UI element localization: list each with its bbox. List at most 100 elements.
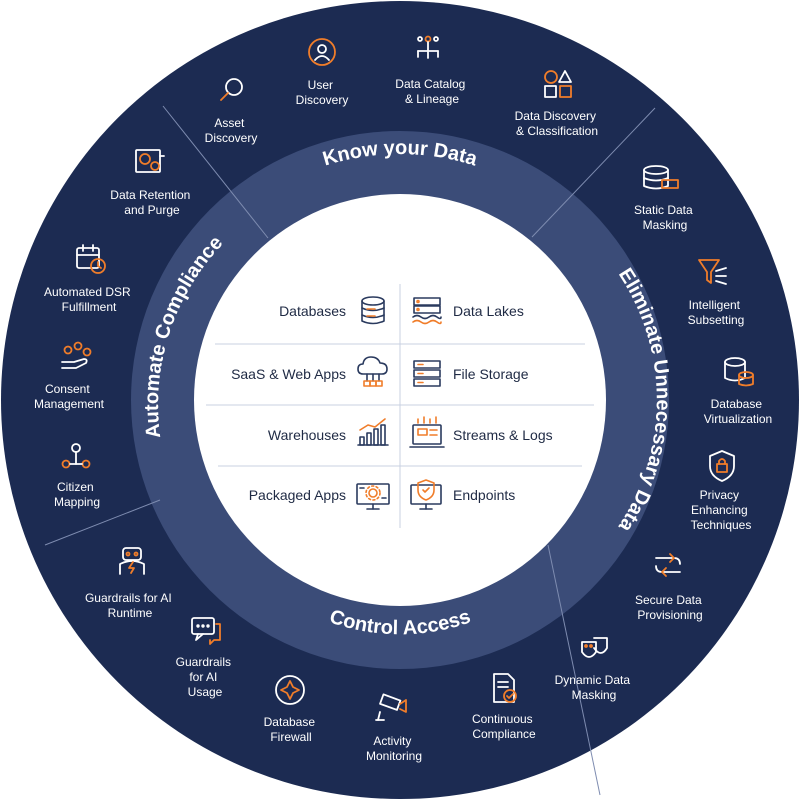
label-line: Provisioning <box>637 608 702 622</box>
file-storage-icon <box>413 360 441 387</box>
label-line: Secure Data <box>635 593 702 607</box>
masks-icon <box>581 637 608 658</box>
label-line: Management <box>34 397 105 411</box>
data-lake-icon <box>412 297 442 325</box>
label-line: for AI <box>189 670 217 684</box>
label-line: Virtualization <box>704 412 772 426</box>
label-line: Data Discovery <box>515 109 596 123</box>
label-user-discovery: User Discovery <box>296 78 349 107</box>
label-line: Asset <box>214 116 245 130</box>
label-privacy-enhancing: Privacy Enhancing Techniques <box>691 488 752 532</box>
source-grid-lines <box>206 284 594 528</box>
source-data-lakes: Data Lakes <box>453 303 524 319</box>
label-line: Techniques <box>691 518 752 532</box>
label-line: and Purge <box>124 203 180 217</box>
funnel-icon <box>698 259 727 285</box>
divider-line <box>547 544 601 796</box>
label-line: Fulfillment <box>62 300 117 314</box>
source-endpoints: Endpoints <box>453 487 515 503</box>
cloud-apps-icon <box>357 356 388 387</box>
packaged-apps-icon <box>356 483 390 510</box>
firewall-icon <box>275 675 305 705</box>
people-network-icon <box>61 443 91 469</box>
chat-icon <box>191 617 221 645</box>
divider-line <box>162 105 269 239</box>
label-database-virtualization: Database Virtualization <box>704 397 772 426</box>
label-citizen-mapping: Citizen Mapping <box>54 480 100 509</box>
label-line: & Lineage <box>405 92 459 106</box>
divider-line <box>531 107 656 238</box>
label-dsr-fulfillment: Automated DSR Fulfillment <box>44 285 134 314</box>
label-line: Masking <box>643 218 688 232</box>
source-streams-logs: Streams & Logs <box>453 427 553 443</box>
section-dividers <box>44 105 656 796</box>
label-line: Monitoring <box>366 749 422 763</box>
label-line: Intelligent <box>689 298 741 312</box>
source-databases: Databases <box>279 303 346 319</box>
label-line: & Classification <box>516 124 598 138</box>
label-line: Static Data <box>634 203 693 217</box>
endpoints-shield-icon <box>410 479 442 510</box>
label-line: Consent <box>45 382 90 396</box>
shapes-icon <box>544 70 572 98</box>
database-icon <box>361 296 385 325</box>
source-packaged-apps: Packaged Apps <box>249 487 346 503</box>
label-line: Data Catalog <box>395 77 465 91</box>
source-saas-web-apps: SaaS & Web Apps <box>231 366 346 382</box>
label-line: Firewall <box>270 730 311 744</box>
label-line: Database <box>711 397 763 411</box>
provisioning-icon <box>655 553 681 577</box>
label-continuous-compliance: Continuous Compliance <box>472 712 536 741</box>
label-secure-provisioning: Secure Data Provisioning <box>635 593 705 622</box>
label-line: Runtime <box>108 606 153 620</box>
user-icon <box>308 38 336 66</box>
gears-icon <box>135 149 165 173</box>
label-line: Database <box>264 715 316 729</box>
label-line: Activity <box>373 734 411 748</box>
label-line: Enhancing <box>691 503 748 517</box>
label-line: Masking <box>572 688 617 702</box>
calendar-clock-icon <box>76 244 106 274</box>
database-mask-icon <box>643 165 679 190</box>
label-line: Continuous <box>472 712 533 726</box>
label-intelligent-subsetting: Intelligent Subsetting <box>688 298 745 327</box>
label-asset-discovery: Asset Discovery <box>205 116 258 145</box>
label-line: Guardrails for AI <box>85 591 172 605</box>
hand-consent-icon <box>61 341 92 369</box>
source-warehouses: Warehouses <box>268 427 346 443</box>
label-dynamic-masking: Dynamic Data Masking <box>555 673 634 702</box>
label-line: Privacy <box>700 488 739 502</box>
label-consent-management: Consent Management <box>34 382 105 411</box>
warehouse-chart-icon <box>357 418 389 446</box>
robot-icon <box>119 547 145 575</box>
label-data-discovery: Data Discovery & Classification <box>515 109 600 138</box>
label-database-firewall: Database Firewall <box>264 715 319 744</box>
label-line: Discovery <box>205 131 258 145</box>
label-data-catalog: Data Catalog & Lineage <box>395 77 468 106</box>
lineage-icon <box>417 35 439 59</box>
label-line: Mapping <box>54 495 100 509</box>
label-line: Discovery <box>296 93 349 107</box>
label-activity-monitoring: Activity Monitoring <box>366 734 422 763</box>
label-line: Data Retention <box>110 188 190 202</box>
label-guardrails-runtime: Guardrails for AI Runtime <box>85 591 175 620</box>
streams-logs-icon <box>409 416 445 448</box>
label-line: Subsetting <box>688 313 745 327</box>
shield-lock-icon <box>709 450 735 482</box>
magnifier-icon <box>220 78 243 101</box>
label-data-retention: Data Retention and Purge <box>110 188 193 217</box>
document-check-icon <box>493 673 517 703</box>
label-line: User <box>308 78 333 92</box>
label-static-masking: Static Data Masking <box>634 203 696 232</box>
label-line: Automated DSR <box>44 285 131 299</box>
source-file-storage: File Storage <box>453 366 529 382</box>
camera-icon <box>375 693 407 721</box>
label-line: Compliance <box>472 727 536 741</box>
label-line: Usage <box>188 685 223 699</box>
label-line: Guardrails <box>176 655 231 669</box>
label-line: Dynamic Data <box>555 673 631 687</box>
divider-line <box>44 499 161 546</box>
label-guardrails-usage: Guardrails for AI Usage <box>176 655 235 699</box>
